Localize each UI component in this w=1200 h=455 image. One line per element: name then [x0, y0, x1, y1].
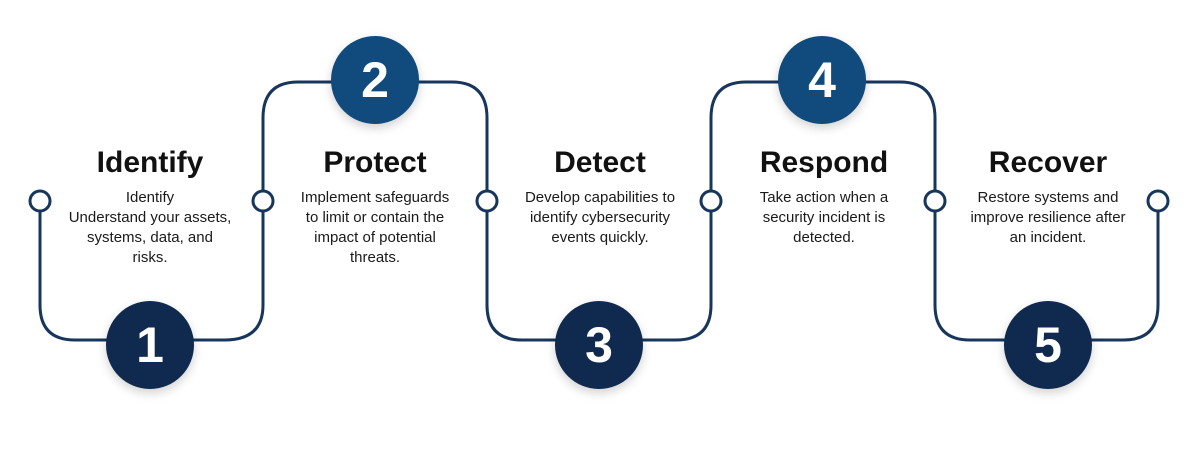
connector-dot: [475, 189, 499, 213]
step-5: Recover Restore systems and improve resi…: [948, 146, 1148, 248]
connector-dot: [1146, 189, 1170, 213]
step-2-number: 2: [331, 36, 419, 124]
step-4: Respond Take action when a security inci…: [724, 146, 924, 248]
step-1-number: 1: [106, 301, 194, 389]
step-2: Protect Implement safeguards to limit or…: [275, 146, 475, 268]
wave-line: [38, 80, 1160, 342]
step-3: Detect Develop capabilities to identify …: [500, 146, 700, 248]
step-2-description: Implement safeguards to limit or contain…: [300, 189, 450, 266]
step-3-number: 3: [555, 301, 643, 389]
step-3-description: Develop capabilities to identify cyberse…: [524, 189, 676, 246]
step-1: Identify Identify Understand your assets…: [50, 146, 250, 268]
connector-dot: [251, 189, 275, 213]
step-5-number: 5: [1004, 301, 1092, 389]
connector-dot: [699, 189, 723, 213]
step-5-description: Restore systems and improve resilience a…: [970, 189, 1126, 246]
step-5-title: Recover: [988, 146, 1108, 179]
step-4-description: Take action when a security incident is …: [759, 189, 889, 246]
step-1-title: Identify: [96, 146, 204, 179]
step-4-title: Respond: [759, 146, 889, 179]
step-4-number: 4: [778, 36, 866, 124]
step-3-title: Detect: [554, 146, 646, 179]
connector-dot: [28, 189, 52, 213]
step-2-title: Protect: [323, 146, 427, 179]
connector-dot: [923, 189, 947, 213]
step-1-description: Identify Understand your assets, systems…: [68, 189, 232, 266]
